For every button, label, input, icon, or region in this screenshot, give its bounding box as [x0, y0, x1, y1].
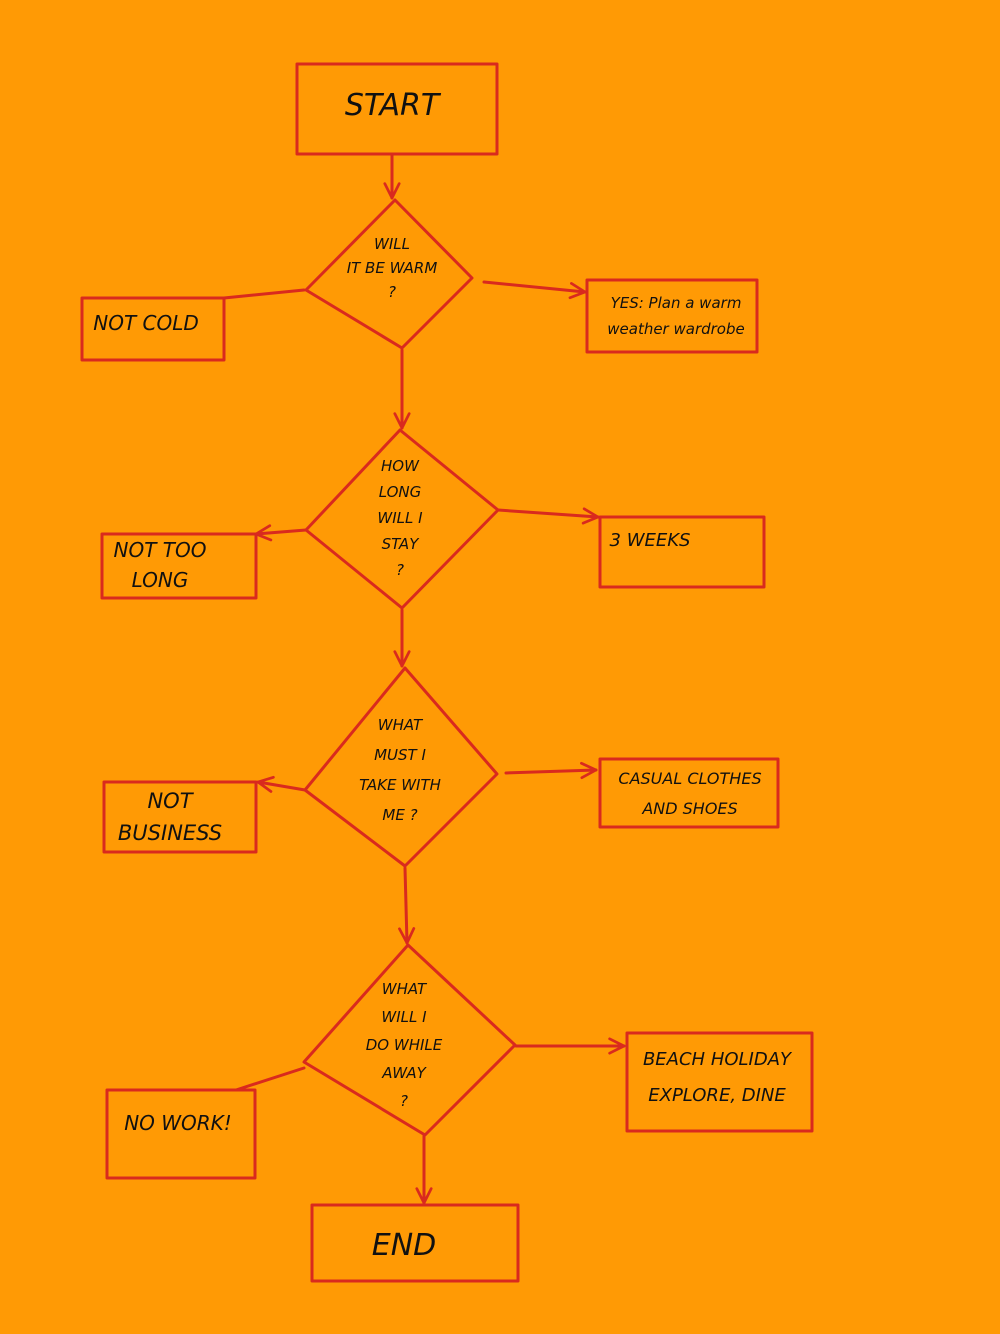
q4-line-4: AWAY [381, 1064, 427, 1082]
q4_right-line-1: BEACH HOLIDAY [643, 1049, 793, 1070]
q4_left-line-1: NO WORK! [124, 1111, 232, 1135]
q2-line-5: ? [396, 561, 404, 579]
arrow-how-long-to-three-weeks [496, 507, 600, 525]
line-warm-to-not-cold [222, 288, 306, 300]
q2_left-line-1: NOT TOO [114, 538, 207, 562]
arrow-what-take-to-casual [504, 761, 598, 780]
decision-how-long-label: HOW LONG WILL I STAY? [377, 457, 423, 579]
q4-line-1: WHAT [382, 980, 428, 998]
q2-line-2: LONG [379, 483, 422, 501]
not-cold-box: NOT COLD [80, 296, 226, 362]
q1-line-3: ? [388, 283, 396, 301]
q2-line-4: STAY [382, 535, 421, 553]
decision-warm: WILL IT BE WARM? [304, 198, 474, 350]
line-what-do-to-no-work [234, 1066, 306, 1092]
start-label: START [345, 88, 442, 123]
not-cold-label: NOT COLD [93, 311, 199, 335]
not-too-long-box: NOT TOO LONG [100, 532, 258, 600]
q2-line-1: HOW [381, 457, 420, 475]
start-line-1: START [345, 88, 442, 123]
not-business-box: NOT BUSINESS [102, 780, 258, 854]
warm-wardrobe-box: YES: Plan a warm weather wardrobe [585, 278, 759, 354]
three-weeks-box: 3 WEEKS [598, 515, 766, 589]
q2-line-3: WILL I [377, 509, 423, 527]
not-business-label: NOT BUSINESS [118, 789, 222, 845]
q3-line-2: MUST I [374, 746, 426, 764]
beach-holiday-box: BEACH HOLIDAY EXPLORE, DINE [625, 1031, 814, 1133]
q4_right-line-2: EXPLORE, DINE [648, 1085, 786, 1106]
start-box: START [295, 62, 499, 156]
decision-what-take: WHAT MUST I TAKE WITH ME ? [303, 666, 499, 868]
q1_right-line-2: weather wardrobe [607, 320, 744, 338]
q2_left-line-2: LONG [132, 568, 189, 592]
warm-wardrobe-label: YES: Plan a warm weather wardrobe [607, 294, 744, 338]
end-label: END [372, 1228, 437, 1263]
decision-how-long: HOW LONG WILL I STAY? [304, 428, 500, 610]
q3_left-line-1: NOT [147, 789, 194, 813]
q3_right-line-1: CASUAL CLOTHES [618, 769, 761, 788]
arrow-warm-to-wardrobe [482, 280, 587, 300]
q1_left-line-1: NOT COLD [93, 311, 199, 335]
arrow-how-long-to-not-too-long [254, 524, 308, 542]
arrow-what-take-to-what-do [398, 866, 416, 945]
q2_right-line-1: 3 WEEKS [610, 530, 691, 551]
q1_right-line-1: YES: Plan a warm [611, 294, 742, 312]
casual-clothes-label: CASUAL CLOTHES AND SHOES [618, 769, 761, 818]
q3-line-4: ME ? [382, 806, 417, 824]
no-work-box: NO WORK! [105, 1088, 257, 1180]
decision-what-take-label: WHAT MUST I TAKE WITH ME ? [359, 716, 441, 824]
casual-clothes-box: CASUAL CLOTHES AND SHOES [598, 757, 780, 829]
not-too-long-label: NOT TOO LONG [114, 538, 207, 592]
q4-line-5: ? [400, 1092, 408, 1110]
q3_left-line-2: BUSINESS [118, 821, 222, 845]
decision-what-do-label: WHAT WILL I DO WHILE AWAY? [366, 980, 443, 1110]
q3_right-line-2: AND SHOES [641, 799, 737, 818]
no-work-label: NO WORK! [124, 1111, 232, 1135]
q3-line-3: TAKE WITH [359, 776, 441, 794]
q4-line-3: DO WHILE [366, 1036, 443, 1054]
q3-line-1: WHAT [378, 716, 424, 734]
end-box: END [310, 1203, 520, 1283]
end-line-1: END [372, 1228, 437, 1263]
q4-line-2: WILL I [381, 1008, 427, 1026]
q1-line-2: IT BE WARM [347, 259, 438, 277]
decision-what-do: WHAT WILL I DO WHILE AWAY? [302, 943, 517, 1137]
decision-warm-label: WILL IT BE WARM? [347, 235, 438, 301]
three-weeks-label: 3 WEEKS [610, 530, 691, 551]
q1-line-1: WILL [374, 235, 410, 253]
arrow-what-take-to-not-business [256, 775, 307, 793]
beach-holiday-label: BEACH HOLIDAY EXPLORE, DINE [643, 1049, 793, 1106]
